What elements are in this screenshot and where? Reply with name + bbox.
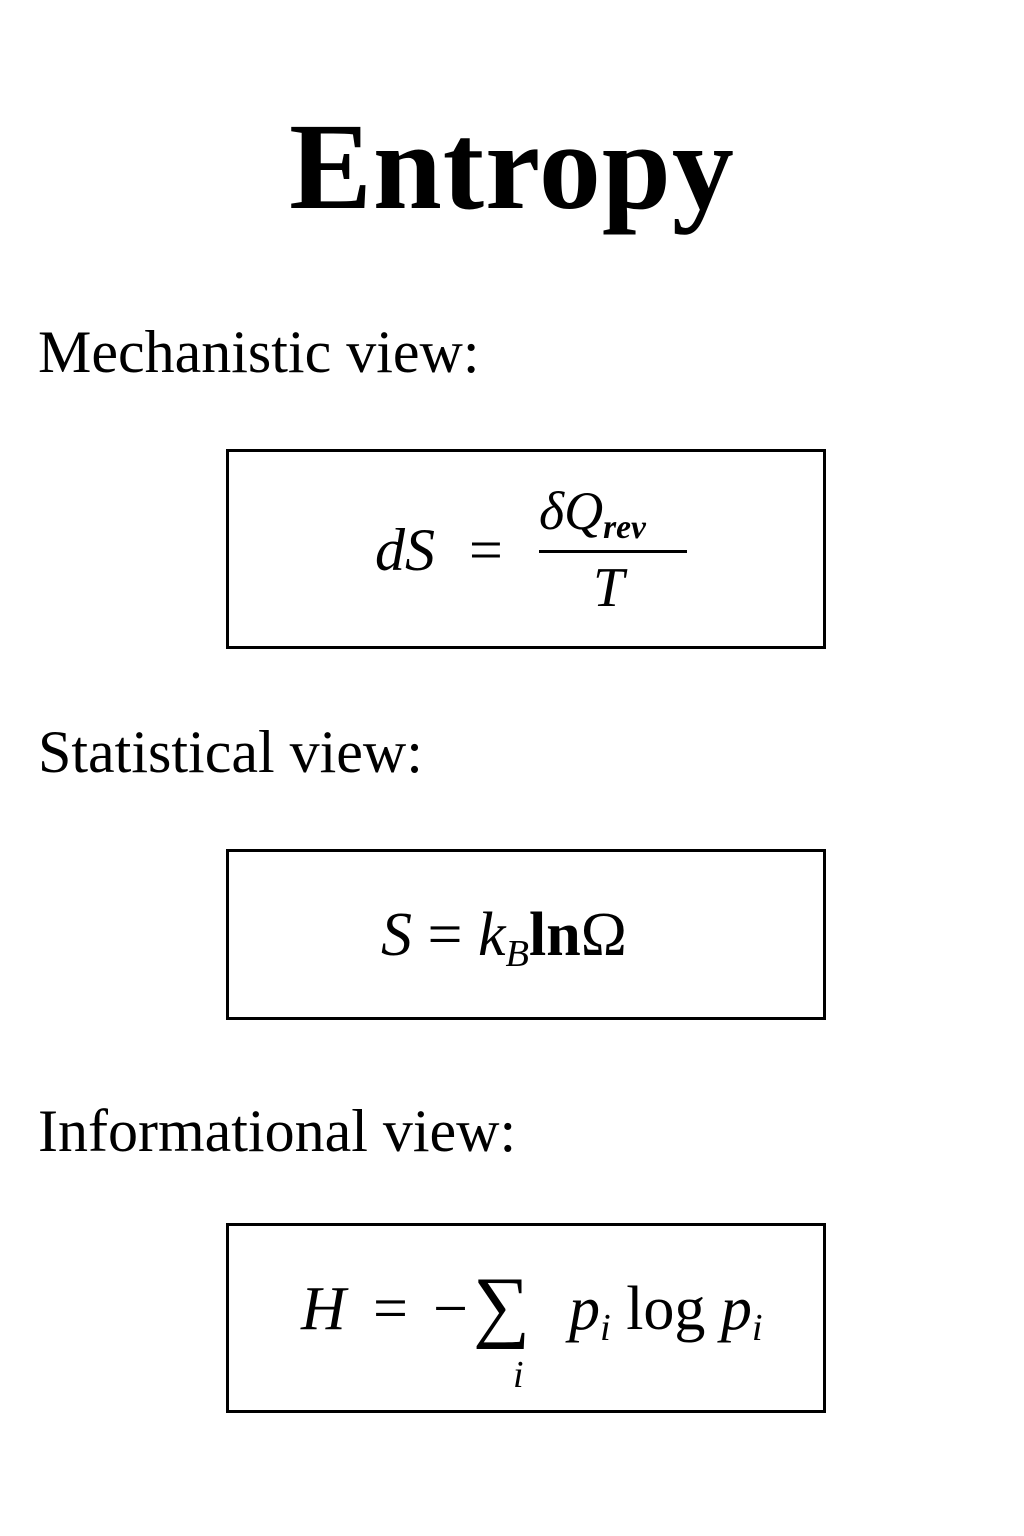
- section-label-informational: Informational view:: [38, 1098, 517, 1164]
- formula-equals: =: [373, 1275, 408, 1343]
- fraction-bar: [539, 550, 687, 553]
- delta-symbol: δ: [539, 481, 565, 541]
- log-function: log: [626, 1275, 706, 1343]
- formula-numerator: δQrev: [539, 481, 646, 545]
- page-title: Entropy: [289, 98, 735, 235]
- formula-summand: pi log pi: [569, 1275, 763, 1347]
- minus-sign: −: [433, 1275, 468, 1343]
- natural-log: ln: [528, 901, 581, 969]
- heat-variable: Q: [564, 481, 604, 541]
- probability-variable: p: [720, 1275, 752, 1343]
- section-label-statistical: Statistical view:: [38, 719, 423, 785]
- section-label-mechanistic: Mechanistic view:: [38, 319, 480, 385]
- formula-box-informational: H = − ∑ i pi log pi: [226, 1223, 826, 1413]
- omega-symbol: Ω: [580, 901, 627, 969]
- reversible-subscript: rev: [603, 509, 646, 547]
- probability-variable: p: [569, 1275, 600, 1343]
- formula-box-mechanistic: dS = δQrev T: [226, 449, 826, 649]
- sum-index: i: [513, 1354, 524, 1396]
- probability-subscript: i: [751, 1306, 763, 1349]
- formula-lhs: dS: [375, 517, 435, 583]
- formula-denominator: T: [593, 557, 625, 619]
- formula-equals: =: [427, 901, 463, 969]
- boltzmann-constant: k: [477, 901, 506, 969]
- sum-symbol: ∑: [473, 1262, 531, 1350]
- formula-lhs: H: [301, 1275, 346, 1343]
- formula-equals: =: [469, 517, 503, 583]
- formula-box-statistical: S = kBlnΩ: [226, 849, 826, 1020]
- probability-subscript: i: [600, 1306, 611, 1349]
- boltzmann-subscript: B: [505, 932, 529, 975]
- entropy-variable: S: [381, 901, 412, 969]
- formula-statistical: S = kBlnΩ: [381, 901, 627, 973]
